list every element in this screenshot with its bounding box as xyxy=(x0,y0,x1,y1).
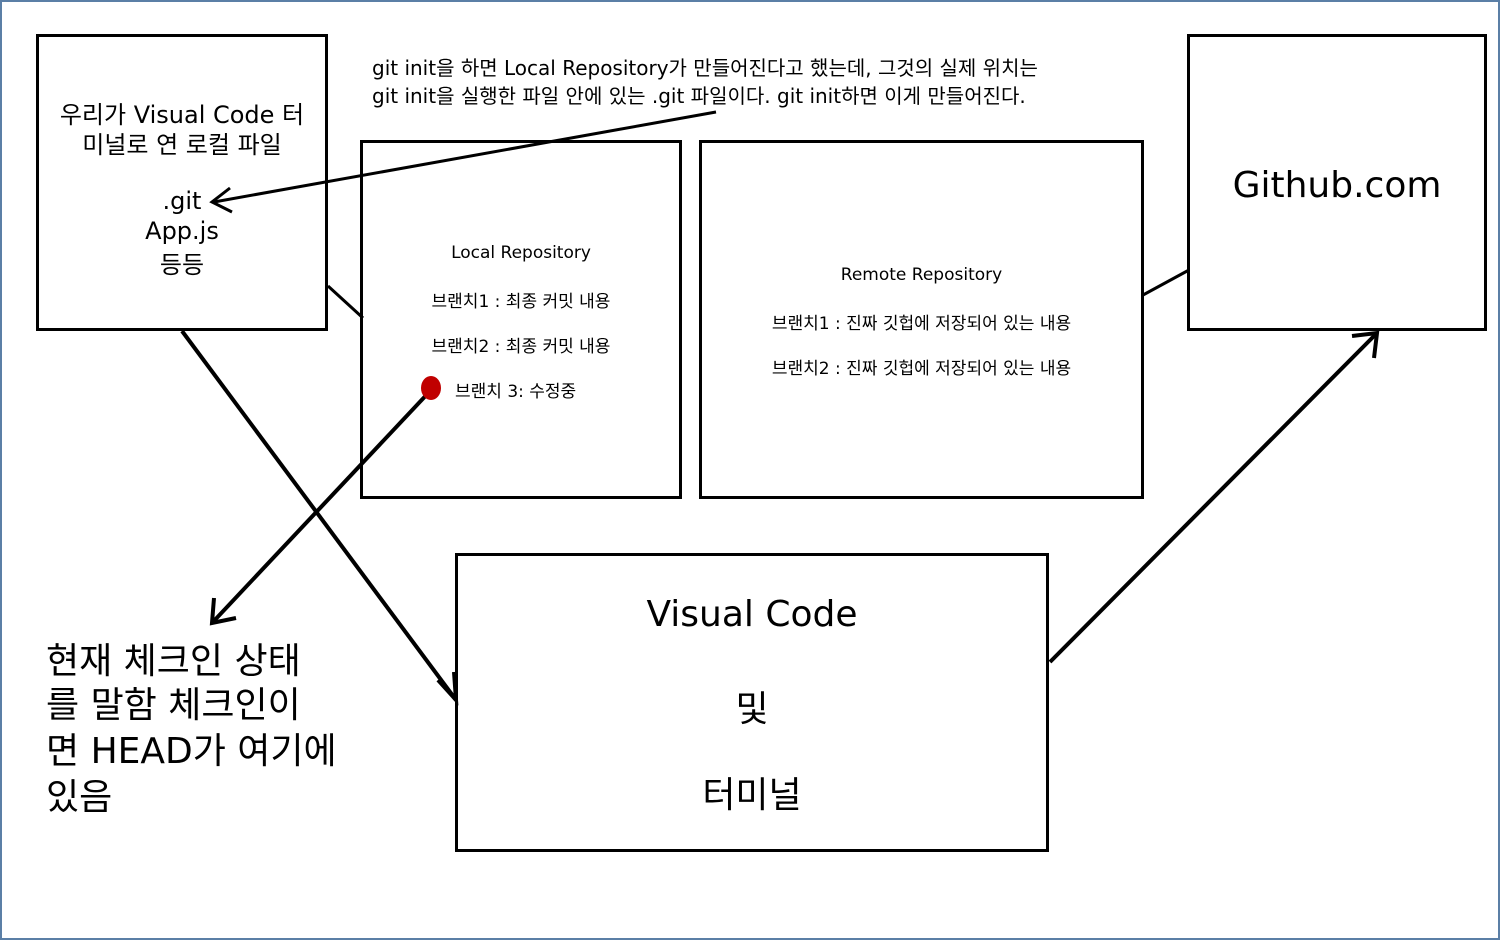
checkout-note-line3: 면 HEAD가 여기에 xyxy=(46,731,337,772)
remote-repository-box: Remote Repository 브랜치1 : 진짜 깃헙에 저장되어 있는 … xyxy=(699,140,1144,499)
local-branch-1: 브랜치1 : 최종 커밋 내용 xyxy=(431,292,611,312)
git-init-note-line2: git init을 실행한 파일 안에 있는 .git 파일이다. git in… xyxy=(372,84,1026,108)
local-repository-box: Local Repository 브랜치1 : 최종 커밋 내용 브랜치2 : … xyxy=(360,140,682,499)
local-file-box-line1: 우리가 Visual Code 터 xyxy=(59,101,305,129)
remote-to-github-line xyxy=(1142,268,1190,297)
local-file-to-vscode-arrow xyxy=(180,329,458,702)
head-to-note-arrow xyxy=(210,387,434,625)
vscode-label: Visual Code xyxy=(646,594,858,635)
github-box: Github.com xyxy=(1187,34,1487,331)
remote-branch-1: 브랜치1 : 진짜 깃헙에 저장되어 있는 내용 xyxy=(771,314,1072,334)
checkout-note-line1: 현재 체크인 상태 xyxy=(46,641,301,682)
vscode-terminal-box: Visual Code 및 터미널 xyxy=(455,553,1049,852)
local-file-to-repo-line xyxy=(326,284,365,320)
local-repository-title: Local Repository xyxy=(451,243,591,263)
note-to-git-arrowhead xyxy=(209,186,233,214)
local-file-box-line2: 미널로 연 로컬 파일 xyxy=(82,131,282,159)
github-label: Github.com xyxy=(1232,165,1442,206)
local-branch-2: 브랜치2 : 최종 커밋 내용 xyxy=(431,337,611,357)
remote-repository-title: Remote Repository xyxy=(840,265,1003,285)
head-to-note-arrowhead xyxy=(209,597,237,626)
checkout-note-line4: 있음 xyxy=(46,777,113,818)
file-appjs: App.js xyxy=(145,217,219,245)
file-etc: 등등 xyxy=(159,251,205,279)
file-git: .git xyxy=(162,187,202,215)
terminal-label: 터미널 xyxy=(702,775,802,816)
git-init-note-line1: git init을 하면 Local Repository가 만들어진다고 했는… xyxy=(372,56,1038,80)
note-to-git-arrow xyxy=(213,110,717,204)
head-marker xyxy=(421,376,441,400)
checkout-note-line2: 를 말함 체크인이 xyxy=(46,685,301,726)
and-label: 및 xyxy=(735,689,769,730)
remote-branch-2: 브랜치2 : 진짜 깃헙에 저장되어 있는 내용 xyxy=(771,359,1072,379)
local-branch-3: 브랜치 3: 수정중 xyxy=(455,382,577,402)
vscode-to-github-arrow xyxy=(1048,331,1379,664)
vscode-to-github-arrowhead xyxy=(1351,330,1380,359)
local-file-box: 우리가 Visual Code 터 미널로 연 로컬 파일 .git App.j… xyxy=(36,34,328,331)
local-file-to-vscode-arrowhead xyxy=(436,671,459,706)
